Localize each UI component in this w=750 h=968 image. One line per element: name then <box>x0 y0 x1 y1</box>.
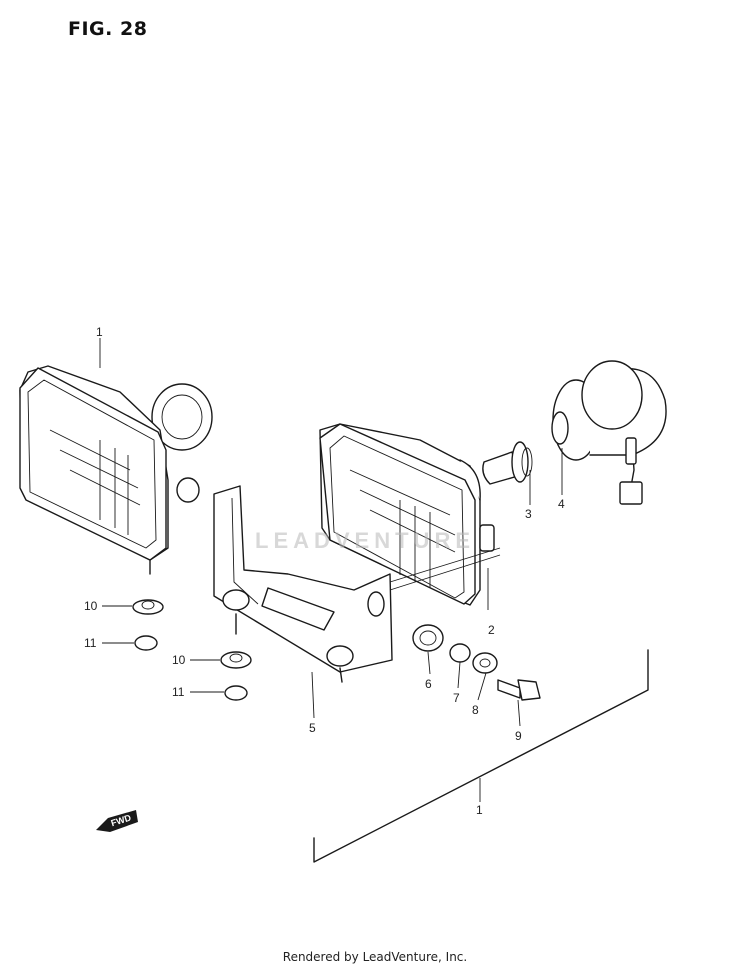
callouts: 1 2 3 4 5 6 7 8 9 10 11 10 11 1 <box>84 325 565 817</box>
figure-title: FIG. 28 <box>68 18 148 40</box>
washer-8[interactable] <box>472 652 498 674</box>
callout-8: 8 <box>472 703 479 717</box>
callout-6: 6 <box>425 677 432 691</box>
callout-1-assembly: 1 <box>476 803 483 817</box>
callout-5: 5 <box>309 721 316 735</box>
nut-11-lower[interactable] <box>224 685 248 701</box>
grommet-6[interactable] <box>412 624 444 652</box>
watermark: LEADVENTURE <box>255 528 476 553</box>
left-headlight[interactable] <box>19 365 213 575</box>
callout-11-lower: 11 <box>172 685 185 699</box>
nut-11-upper[interactable] <box>134 635 158 651</box>
bulb[interactable] <box>482 441 533 485</box>
callout-11-upper: 11 <box>84 636 97 650</box>
callout-1-top: 1 <box>96 325 103 339</box>
callout-7: 7 <box>453 691 460 705</box>
washer-10-lower[interactable] <box>220 651 252 669</box>
socket-cap[interactable] <box>551 360 667 505</box>
washer-10-upper[interactable] <box>132 599 164 615</box>
callout-10-upper: 10 <box>84 599 98 613</box>
leader-lines <box>99 338 649 863</box>
bolt-9[interactable] <box>497 679 541 701</box>
footer-credit: Rendered by LeadVenture, Inc. <box>282 950 468 964</box>
forward-arrow-icon: FWD <box>96 810 138 832</box>
callout-3: 3 <box>525 507 532 521</box>
right-headlight[interactable] <box>319 423 495 606</box>
collar-7[interactable] <box>449 643 471 663</box>
mounting-bracket[interactable] <box>213 485 501 683</box>
callout-4: 4 <box>558 497 565 511</box>
callout-10-lower: 10 <box>172 653 186 667</box>
callout-2: 2 <box>488 623 495 637</box>
callout-9: 9 <box>515 729 522 743</box>
